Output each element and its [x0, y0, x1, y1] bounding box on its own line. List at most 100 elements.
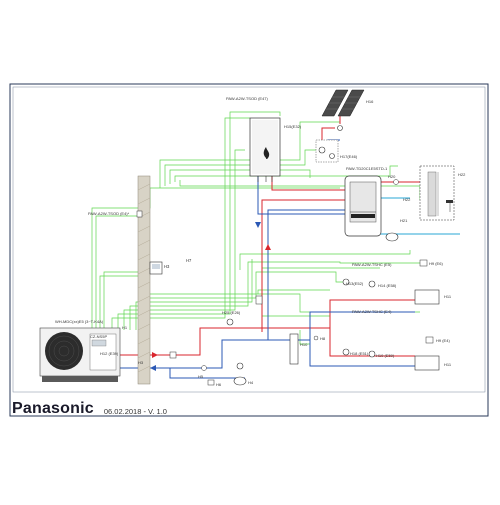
wire-pumpgroup	[164, 149, 318, 186]
valve-h13-label: H13(E52)	[346, 281, 364, 286]
expansion-gauge-icon	[337, 125, 343, 131]
buffer-tank	[344, 175, 382, 237]
arrow-left	[150, 365, 156, 371]
radiator-top-icon	[414, 289, 440, 305]
unit-model-label: WH-MDC(xx)E5 (3~T-K4A)	[55, 319, 104, 324]
wire-9	[169, 169, 311, 184]
pump-h14-icon	[368, 280, 376, 288]
solar-pump-group	[315, 125, 343, 163]
valve-h6-label: H6	[216, 382, 222, 387]
tank-coil	[351, 214, 375, 218]
wall-boiler	[249, 117, 281, 182]
pipe-h3-label: H3	[138, 360, 144, 365]
mixing-valve-h20-icon	[393, 179, 399, 185]
wire-room	[99, 275, 150, 330]
arrow-down	[255, 222, 261, 228]
wall-body	[137, 175, 151, 385]
return-main	[120, 311, 415, 369]
return-boiler	[257, 176, 345, 215]
boiler-model-label: PAW-A2W-TSOD (E47)	[226, 96, 269, 101]
shower-frame	[419, 165, 455, 221]
room-controller-label: H3	[164, 264, 170, 269]
wire-sensor1	[129, 261, 420, 330]
filter-icon	[169, 351, 177, 359]
flow-arrows	[150, 222, 271, 371]
bus-line-label: H7	[186, 258, 192, 263]
wire-boiler-2	[117, 111, 281, 330]
wire-3	[123, 149, 245, 330]
shower-label: H22	[458, 172, 466, 177]
mixing-valve-h13-icon	[342, 278, 350, 286]
gauge-icon	[329, 153, 335, 159]
pump-h4-icon	[236, 362, 244, 370]
radiator-bottom-icon	[414, 355, 440, 371]
valve-h6-icon	[207, 379, 215, 386]
supply-buffer	[261, 199, 345, 332]
tank-model-label: PAW-TD20C1E5STD-1	[346, 166, 388, 171]
flame-icon	[263, 147, 270, 160]
unit-tag: H1	[122, 325, 128, 330]
wire-solar	[159, 121, 340, 188]
valve-h8-icon	[313, 335, 319, 341]
radiator-top-label: H11	[444, 294, 452, 299]
pump-h4-label: H4	[248, 380, 254, 385]
buffer-sensor-icon	[255, 295, 263, 305]
valve-h22-label: H22	[403, 197, 411, 202]
separator-h10-icon	[289, 333, 299, 365]
unit-base	[42, 376, 118, 382]
boiler-tag: H15(E32)	[284, 124, 302, 129]
controller-model-label: CZ-NS5P	[90, 334, 107, 339]
vessel-icon	[385, 232, 399, 242]
wire-boiler	[111, 117, 250, 330]
pump-h19-icon	[368, 350, 376, 358]
filter-h5-label: H5	[198, 374, 204, 379]
valve-h25-icon	[226, 318, 234, 326]
sensor1-label: PAW-A2W-TSHC (E5)	[352, 262, 392, 267]
pump-h19-label: H19 (E59)	[376, 353, 395, 358]
sensor2-label: PAW-A2W-TSHC (E4)	[352, 309, 392, 314]
valve-h25-label: H25 (E26)	[222, 310, 241, 315]
sensor1-box-label: H9 (E6)	[429, 261, 443, 266]
chimney-sensor-icon	[136, 210, 143, 218]
return-buffer	[267, 209, 345, 340]
valve-h8-label: H8	[320, 336, 326, 341]
lower-vessel-icon	[233, 376, 247, 386]
valve-h18-label: H18 (E51)	[350, 351, 369, 356]
controller-tag-label: H12 (E39)	[100, 351, 119, 356]
return-lower	[309, 340, 415, 367]
shower-panel	[419, 165, 455, 221]
controller-panel-icon	[91, 339, 107, 347]
outdoor-heat-pump	[39, 327, 121, 382]
valve-h20-label: H20	[388, 174, 396, 179]
footer: Panasonic 06.02.2018 - V. 1.0	[12, 398, 167, 420]
wire-10	[174, 165, 398, 182]
wall-column	[137, 175, 151, 385]
solar-pump-icon	[318, 146, 326, 154]
sensor2-box-label: H9 (E4)	[436, 338, 450, 343]
arrow-up	[265, 244, 271, 250]
wire-5	[135, 259, 253, 330]
inner-frame	[12, 86, 486, 393]
vessel-label: H21	[400, 218, 408, 223]
radiator-bottom-label: H11	[444, 362, 452, 367]
brand-logo: Panasonic	[12, 400, 94, 417]
expansion-vessel	[385, 232, 399, 242]
wire-12	[239, 250, 411, 270]
arrow-right	[152, 352, 158, 358]
sensor2-box-icon	[425, 336, 434, 344]
wire-chimney	[95, 215, 140, 330]
wire-13	[257, 289, 330, 294]
pump-group-label: H17(E46)	[340, 154, 358, 159]
boiler-panel	[252, 120, 278, 174]
sensor1-box-icon	[419, 259, 428, 267]
wire-15	[299, 330, 310, 345]
room-controller-screen	[152, 264, 160, 269]
shower-enclosure	[427, 171, 437, 217]
wall-hatch	[137, 183, 151, 373]
return-vessel	[169, 368, 245, 379]
chimney-sensor-label: PAW-A2W-TSOD (E4)*	[88, 211, 130, 216]
solar-collectors	[321, 89, 365, 117]
separator-h10-label: H10	[300, 342, 308, 347]
